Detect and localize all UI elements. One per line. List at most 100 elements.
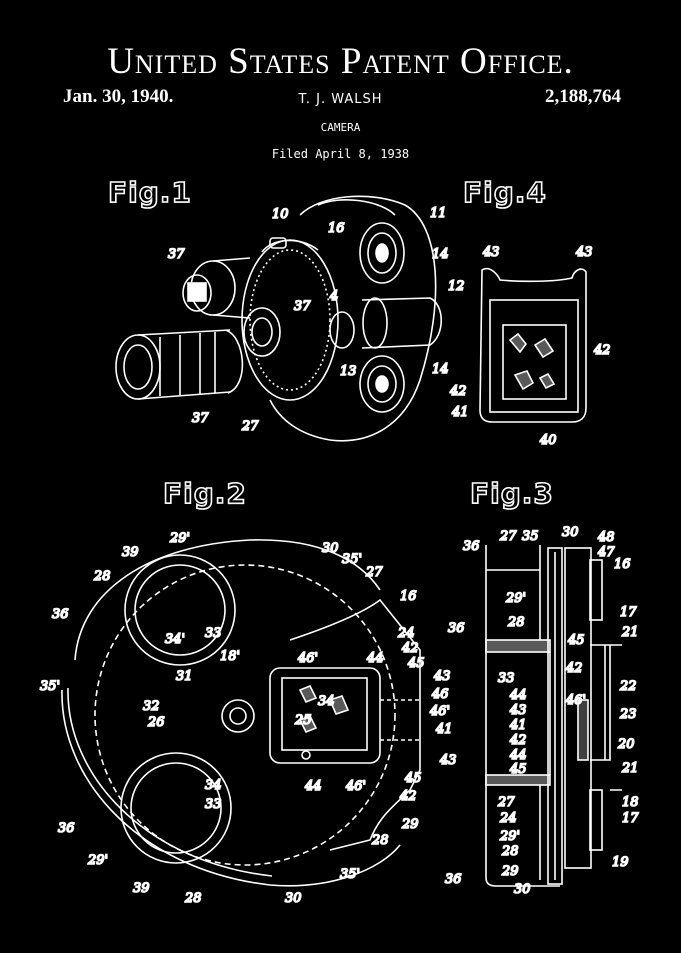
reference-numeral: 42 xyxy=(565,661,583,676)
reference-numeral: 18' xyxy=(220,649,240,664)
reference-numeral: 36 xyxy=(52,607,69,622)
reference-numeral: 44 xyxy=(509,748,527,763)
reference-numeral: 48 xyxy=(597,530,615,545)
reference-numeral: 35' xyxy=(342,552,362,567)
reference-numeral: 29' xyxy=(499,829,520,844)
reference-numeral: 43 xyxy=(439,753,457,768)
reference-numeral: 34 xyxy=(318,694,335,709)
reference-numeral: 24 xyxy=(499,811,517,826)
reference-numeral: 19 xyxy=(612,855,629,870)
fig-4-caption: Fig.4 xyxy=(463,176,547,209)
reference-numeral: 45 xyxy=(567,633,585,648)
reference-numeral: 35' xyxy=(340,867,360,882)
reference-numeral: 28 xyxy=(371,833,389,848)
reference-numeral: 14 xyxy=(432,247,449,262)
reference-numeral: 34 xyxy=(205,778,222,793)
reference-numeral: 44 xyxy=(366,651,384,666)
reference-numeral: 30 xyxy=(285,891,302,906)
reference-numeral: 16 xyxy=(328,221,345,236)
reference-numeral: 42 xyxy=(399,789,417,804)
reference-numeral: 29' xyxy=(505,591,526,606)
reference-numeral: 26 xyxy=(147,715,165,730)
reference-numeral: 11 xyxy=(430,206,447,221)
reference-numeral: 37 xyxy=(192,411,209,426)
reference-numeral: 29' xyxy=(87,853,108,868)
patent-office-title: United States Patent Office. xyxy=(107,41,574,82)
reference-numeral: 30 xyxy=(562,525,579,540)
reference-numeral: 45 xyxy=(509,762,527,777)
reference-numeral: 28 xyxy=(507,615,525,630)
reference-numeral: 30 xyxy=(514,882,531,897)
reference-numeral: 16 xyxy=(400,589,417,604)
patent-subject: CAMERA xyxy=(320,121,361,134)
reference-numeral: 20 xyxy=(617,737,635,752)
fig-2-labels: 29' 30 39 35' 28 27 36 16 34' 33 18' 46'… xyxy=(39,530,457,907)
reference-numeral: 4 xyxy=(329,289,338,304)
fig-1-caption: Fig.1 xyxy=(108,176,192,209)
reference-numeral: 46' xyxy=(297,651,318,666)
reference-numeral: 31 xyxy=(176,669,193,684)
reference-numeral: 44 xyxy=(304,779,322,794)
reference-numeral: 21 xyxy=(621,761,639,776)
fig-1-labels: 10 16 11 37 14 37 12 4 13 14 37 27 xyxy=(167,205,465,435)
reference-numeral: 39 xyxy=(133,881,150,896)
reference-numeral: 28 xyxy=(501,844,519,859)
fig-2-drawing xyxy=(61,539,421,887)
fig-3-labels: 27 35 30 48 36 47 16 29' 17 28 36 21 45 … xyxy=(444,524,640,898)
reference-numeral: 33 xyxy=(205,797,222,812)
reference-numeral: 33 xyxy=(205,626,222,641)
reference-numeral: 43 xyxy=(509,703,527,718)
reference-numeral: 45 xyxy=(404,771,422,786)
patent-number: 2,188,764 xyxy=(545,86,621,107)
reference-numeral: 42 xyxy=(401,641,419,656)
reference-numeral: 30 xyxy=(322,541,339,556)
reference-numeral: 28 xyxy=(184,891,202,906)
filed-date: Filed April 8, 1938 xyxy=(271,147,410,161)
reference-numeral: 32 xyxy=(143,699,160,714)
fig-2-caption: Fig.2 xyxy=(163,477,247,510)
reference-numeral: 43 xyxy=(482,245,500,260)
reference-numeral: 17 xyxy=(622,811,639,826)
reference-numeral: 44 xyxy=(509,688,527,703)
fig-4-labels: 43 43 42 42 41 40 xyxy=(448,244,611,449)
reference-numeral: 41 xyxy=(451,405,469,420)
reference-numeral: 36 xyxy=(448,621,465,636)
reference-numeral: 29 xyxy=(401,817,419,832)
fig-1-camera-drawing xyxy=(115,195,442,442)
reference-numeral: 25 xyxy=(294,713,312,728)
reference-numeral: 36 xyxy=(58,821,75,836)
fig-4-drawing xyxy=(479,267,587,423)
reference-numeral: 39 xyxy=(122,545,139,560)
reference-numeral: 42 xyxy=(449,384,467,399)
fig-3-drawing xyxy=(485,545,622,887)
reference-numeral: 29 xyxy=(501,864,519,879)
reference-numeral: 27 xyxy=(497,795,515,810)
reference-numeral: 24 xyxy=(397,626,415,641)
reference-numeral: 27 xyxy=(241,419,259,434)
reference-numeral: 46' xyxy=(429,704,450,719)
reference-numeral: 37 xyxy=(168,247,185,262)
reference-numeral: 35' xyxy=(40,679,60,694)
reference-numeral: 43 xyxy=(433,669,451,684)
reference-numeral: 28 xyxy=(93,569,111,584)
reference-numeral: 21 xyxy=(621,625,639,640)
reference-numeral: 12 xyxy=(448,279,465,294)
reference-numeral: 40 xyxy=(539,433,557,448)
reference-numeral: 41 xyxy=(435,722,453,737)
reference-numeral: 36 xyxy=(445,872,462,887)
reference-numeral: 35 xyxy=(522,529,539,544)
reference-numeral: 46' xyxy=(345,779,366,794)
reference-numeral: 42 xyxy=(509,733,527,748)
reference-numeral: 14 xyxy=(432,362,449,377)
reference-numeral: 27 xyxy=(499,529,517,544)
reference-numeral: 42 xyxy=(593,343,611,358)
reference-numeral: 33 xyxy=(498,671,515,686)
reference-numeral: 45 xyxy=(407,656,425,671)
reference-numeral: 46 xyxy=(431,687,449,702)
inventor-name: T. J. WALSH xyxy=(298,92,383,107)
reference-numeral: 47 xyxy=(597,545,615,560)
reference-numeral: 37 xyxy=(294,299,311,314)
reference-numeral: 17 xyxy=(620,605,637,620)
reference-numeral: 23 xyxy=(619,707,637,722)
